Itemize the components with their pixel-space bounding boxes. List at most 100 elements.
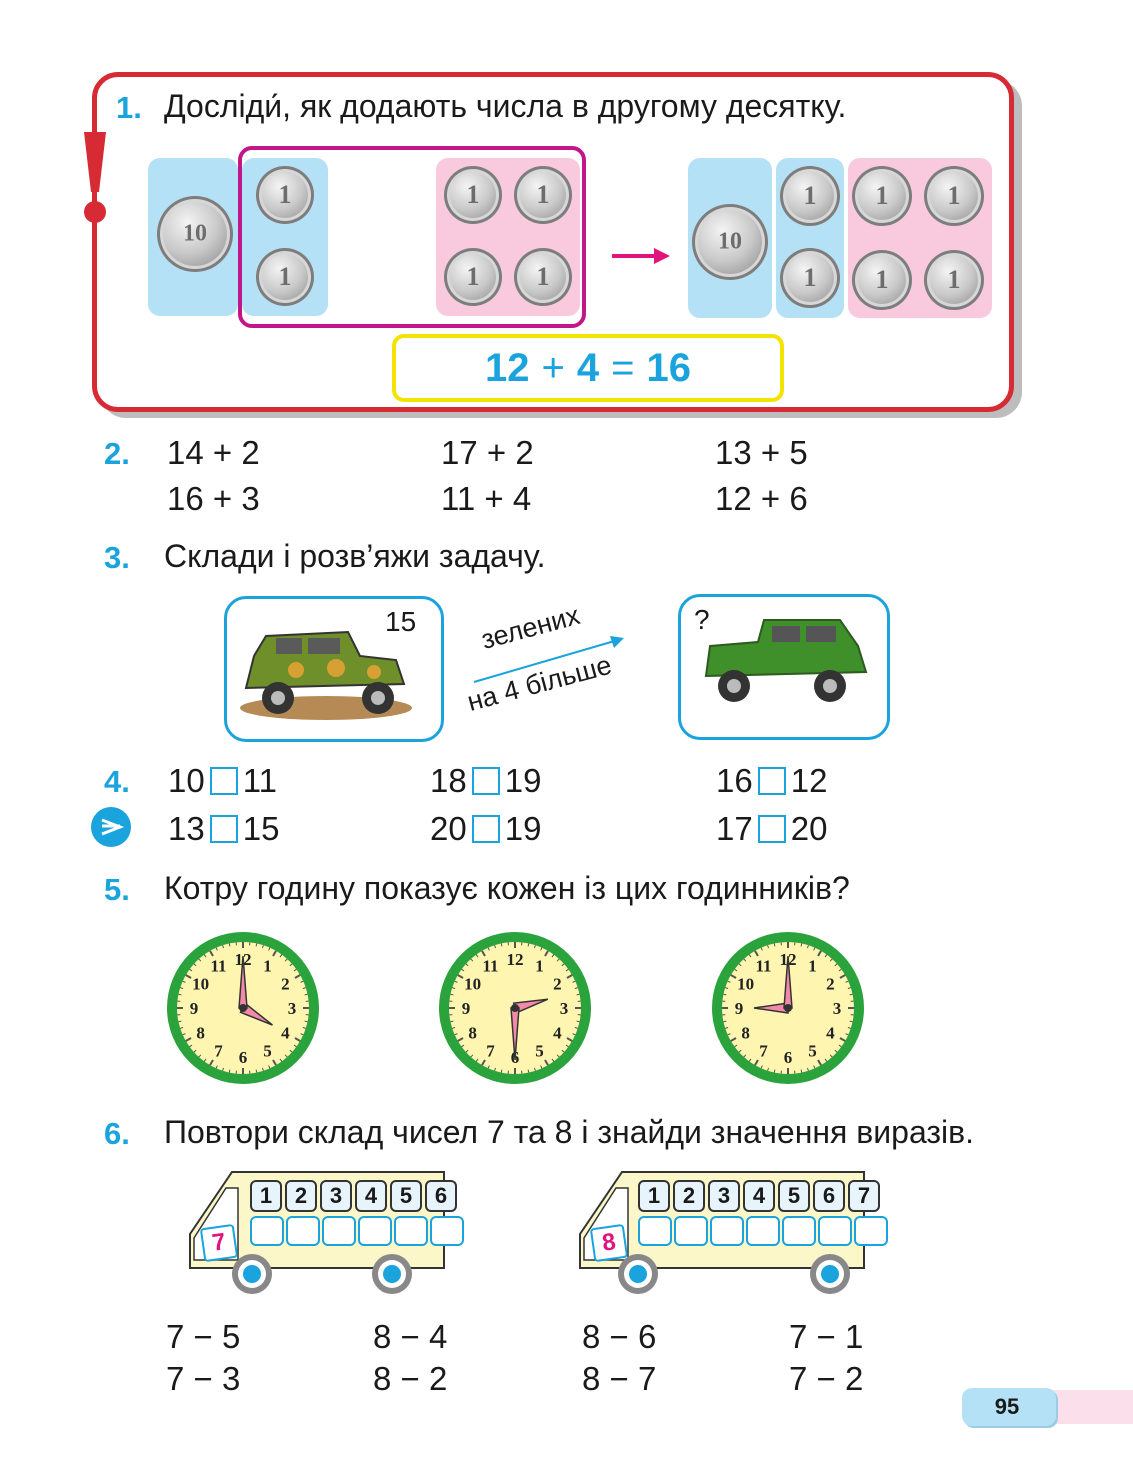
clock-tick	[215, 1065, 218, 1069]
clock-tick	[228, 1069, 231, 1073]
bus-answer-box[interactable]	[430, 1216, 464, 1246]
compare-answer-box[interactable]	[209, 815, 238, 843]
clock-tick	[454, 980, 458, 983]
compare-answer-box[interactable]	[757, 815, 786, 843]
bus-answer-box[interactable]	[394, 1216, 428, 1246]
bus-seat-number: 4	[355, 1180, 387, 1212]
bus-answer-box[interactable]	[638, 1216, 672, 1246]
compare-answer-box[interactable]	[471, 767, 500, 795]
clock-tick	[279, 1058, 283, 1062]
clock-tick	[572, 980, 576, 983]
bus-answer-box[interactable]	[286, 1216, 320, 1246]
equation-left: 12	[485, 345, 530, 390]
bus-seat-number: 6	[425, 1180, 457, 1212]
task1-number: 1.	[116, 90, 142, 125]
clock-tick	[452, 987, 456, 990]
clock-tick	[838, 968, 842, 972]
compare-right: 11	[242, 762, 277, 799]
bus-seat-number: 5	[778, 1180, 810, 1212]
compare-answer-box[interactable]	[471, 815, 500, 843]
coin-one: 1	[514, 248, 572, 306]
clock-tick	[727, 1033, 731, 1036]
clock-tick	[494, 945, 497, 949]
clock-number: 8	[196, 1024, 205, 1043]
clock-tick	[576, 1020, 580, 1023]
compare-left: 20	[430, 810, 467, 847]
compare-answer-box[interactable]	[209, 767, 238, 795]
clock-tick	[294, 974, 301, 979]
clock-tick	[576, 993, 580, 996]
coin-one: 1	[924, 166, 984, 226]
clock-tick	[734, 1044, 738, 1048]
clock-tick	[566, 1037, 573, 1042]
clock-tick	[487, 1065, 490, 1069]
clock-tick	[255, 943, 258, 947]
clock-number: 4	[281, 1024, 290, 1043]
bus-seat-number: 5	[390, 1180, 422, 1212]
clock-tick	[198, 1054, 202, 1058]
clock-number: 1	[263, 957, 272, 976]
bus-answer-boxes	[250, 1216, 464, 1246]
bus-answer-box[interactable]	[322, 1216, 356, 1246]
clock-number: 12	[507, 950, 524, 969]
clock-tick	[565, 1044, 569, 1048]
clock-tick	[487, 947, 490, 951]
bus-answer-box[interactable]	[854, 1216, 888, 1246]
equation-result: 16	[646, 345, 691, 390]
clock-number: 9	[735, 999, 744, 1018]
clock-tick	[198, 958, 202, 962]
clock-tick	[847, 987, 851, 990]
compare-left: 16	[716, 762, 753, 799]
clock-tick	[193, 1049, 197, 1053]
clock-center	[784, 1004, 792, 1012]
compare-answer-box[interactable]	[757, 767, 786, 795]
clock-tick	[544, 950, 549, 957]
clock-tick	[255, 1069, 258, 1073]
clock-tick	[182, 1033, 186, 1036]
task6-expression: 8 − 4	[373, 1318, 448, 1355]
clock-tick	[300, 980, 304, 983]
clock-tick	[272, 950, 277, 957]
bus-answer-box[interactable]	[782, 1216, 816, 1246]
clock-tick	[813, 947, 816, 951]
clock-number: 8	[468, 1024, 477, 1043]
clock-number: 4	[553, 1024, 562, 1043]
clock-tick	[222, 945, 225, 949]
bus-answer-boxes	[638, 1216, 888, 1246]
clock-tick	[475, 1058, 479, 1062]
clock-number: 10	[192, 975, 209, 994]
bus-answer-box[interactable]	[710, 1216, 744, 1246]
coin-one: 1	[514, 166, 572, 224]
bus-answer-box[interactable]	[250, 1216, 284, 1246]
task6-expression: 8 − 6	[582, 1318, 657, 1355]
clock-tick	[461, 1044, 465, 1048]
clock-tick	[572, 1033, 576, 1036]
compare-left: 10	[168, 762, 205, 799]
bus-answer-box[interactable]	[818, 1216, 852, 1246]
clock-tick	[293, 968, 297, 972]
bus-answer-box[interactable]	[358, 1216, 392, 1246]
clock-tick	[738, 963, 742, 967]
clock-tick	[203, 954, 207, 958]
camo-car-count: 15	[385, 606, 417, 637]
coin-ten: 10	[692, 204, 768, 280]
bus-answer-box[interactable]	[674, 1216, 708, 1246]
clock-tick	[754, 950, 759, 957]
clock-number: 1	[535, 957, 544, 976]
clock-tick	[743, 1054, 747, 1058]
clock-tick	[773, 943, 776, 947]
clock-tick	[457, 974, 464, 979]
clock-tick	[450, 1020, 454, 1023]
equation-equals: =	[611, 345, 635, 390]
clock-number: 10	[464, 975, 481, 994]
clock-tick	[215, 947, 218, 951]
page-number-tab	[962, 1388, 1056, 1426]
compare-right: 20	[790, 810, 828, 847]
task6-expression: 8 − 7	[582, 1360, 657, 1397]
bus-answer-box[interactable]	[746, 1216, 780, 1246]
coin-one: 1	[256, 166, 314, 224]
clock-tick	[228, 943, 231, 947]
clock-tick	[454, 1033, 458, 1036]
